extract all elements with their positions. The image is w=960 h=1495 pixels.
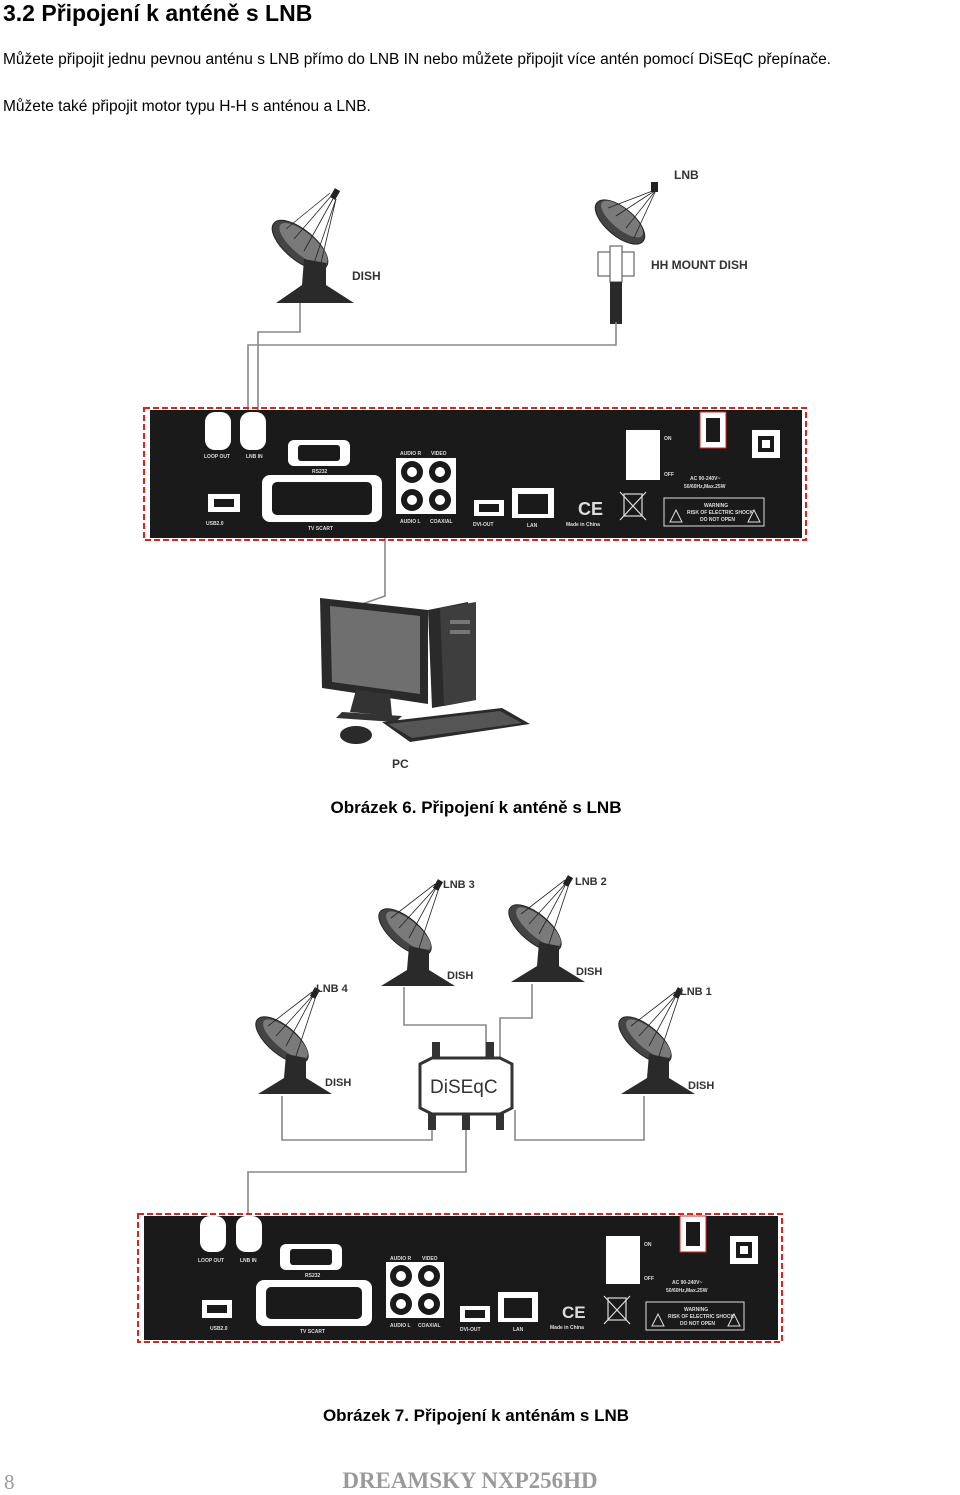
lnb4-label: LNB 4 [316,983,349,995]
pc-illustration [320,598,530,744]
dish-label-2: DISH [576,966,602,978]
dish-label-1: DISH [688,1080,714,1092]
svg-text:AC 90-240V~: AC 90-240V~ [672,1280,703,1286]
footer-model: DREAMSKY NXP256HD [342,1468,598,1493]
svg-text:RISK OF ELECTRIC SHOCK: RISK OF ELECTRIC SHOCK [687,510,754,516]
svg-text:DVI-OUT: DVI-OUT [473,522,494,528]
svg-text:CE: CE [578,499,603,519]
dish-lnb2 [500,874,586,983]
svg-text:USB2.0: USB2.0 [210,1326,228,1332]
receiver-back-panel-1: LOOP OUT LNB IN RS232 TV SCART USB2.0 AU… [143,407,807,541]
svg-text:LOOP OUT: LOOP OUT [198,1258,224,1264]
lnb2-label: LNB 2 [575,876,607,888]
svg-text:LNB IN: LNB IN [246,454,263,460]
diseqc-switch [418,1042,514,1130]
figure-7-caption: Obrázek 7. Připojení k anténám s LNB [322,1406,630,1425]
figure-6-diagram: DISH LNB HH MOUNT DISH LOOP OUT LNB IN [143,168,807,771]
svg-text:Made in China: Made in China [566,522,600,528]
svg-text:ON: ON [644,1242,652,1248]
lnb3-label: LNB 3 [443,879,475,891]
diseqc-label: DiSEqC [430,1077,498,1098]
svg-text:AUDIO R: AUDIO R [400,451,422,457]
svg-text:COAXIAL: COAXIAL [430,519,453,525]
svg-text:LAN: LAN [527,523,538,529]
svg-text:50/60Hz,Max.25W: 50/60Hz,Max.25W [684,484,726,490]
svg-text:Made in China: Made in China [550,1325,584,1331]
lnb1-label: LNB 1 [680,986,712,998]
figure-7-diagram: LNB 3 LNB 2 LNB 4 LNB 1 DISH DISH DISH D… [137,874,783,1343]
svg-text:50/60Hz,Max.25W: 50/60Hz,Max.25W [666,1288,708,1294]
svg-text:AC 90-240V~: AC 90-240V~ [690,476,721,482]
svg-text:TV SCART: TV SCART [300,1329,325,1335]
dish-label-4: DISH [325,1077,351,1089]
svg-text:AUDIO R: AUDIO R [390,1256,412,1262]
page-number: 8 [4,1470,15,1494]
svg-text:OFF: OFF [644,1276,654,1282]
section-title: 3.2 Připojení k anténě s LNB [3,0,313,26]
svg-text:ON: ON [664,436,672,442]
receiver-back-panel-2: LOOP OUT LNB IN RS232 TV SCART USB2.0 AU… [137,1213,783,1343]
svg-text:AUDIO L: AUDIO L [400,519,421,525]
svg-text:RS232: RS232 [305,1273,321,1279]
dish-label-3: DISH [447,970,473,982]
svg-text:LNB IN: LNB IN [240,1258,257,1264]
dish-lnb3 [370,878,456,987]
lnb-label: LNB [674,168,699,182]
svg-text:DVI-OUT: DVI-OUT [460,1327,481,1333]
svg-text:CE: CE [562,1303,586,1322]
svg-text:DO NOT OPEN: DO NOT OPEN [680,1321,715,1327]
pc-label: PC [392,757,409,771]
svg-text:LAN: LAN [513,1327,524,1333]
svg-text:VIDEO: VIDEO [431,451,447,457]
svg-text:VIDEO: VIDEO [422,1256,438,1262]
svg-text:DO NOT OPEN: DO NOT OPEN [700,517,735,523]
dish-label: DISH [352,269,381,283]
intro-paragraph-2: Můžete také připojit motor typu H-H s an… [3,98,371,115]
svg-text:COAXIAL: COAXIAL [418,1323,441,1329]
svg-text:USB2.0: USB2.0 [206,521,224,527]
dish-lnb1 [610,986,696,1095]
hh-mount-dish-label: HH MOUNT DISH [651,258,748,272]
svg-text:WARNING: WARNING [704,503,728,509]
intro-paragraph-1: Můžete připojit jednu pevnou anténu s LN… [3,51,831,68]
svg-text:WARNING: WARNING [684,1307,708,1313]
hh-mount-dish [594,182,658,324]
svg-text:RS232: RS232 [312,469,328,475]
svg-text:LOOP OUT: LOOP OUT [204,454,230,460]
svg-text:RISK OF ELECTRIC SHOCK: RISK OF ELECTRIC SHOCK [668,1314,735,1320]
svg-text:OFF: OFF [664,472,674,478]
svg-text:TV SCART: TV SCART [308,526,333,532]
figure-6-caption: Obrázek 6. Připojení k anténě s LNB [330,798,622,817]
svg-text:AUDIO L: AUDIO L [390,1323,411,1329]
dish-lnb4 [247,986,333,1095]
